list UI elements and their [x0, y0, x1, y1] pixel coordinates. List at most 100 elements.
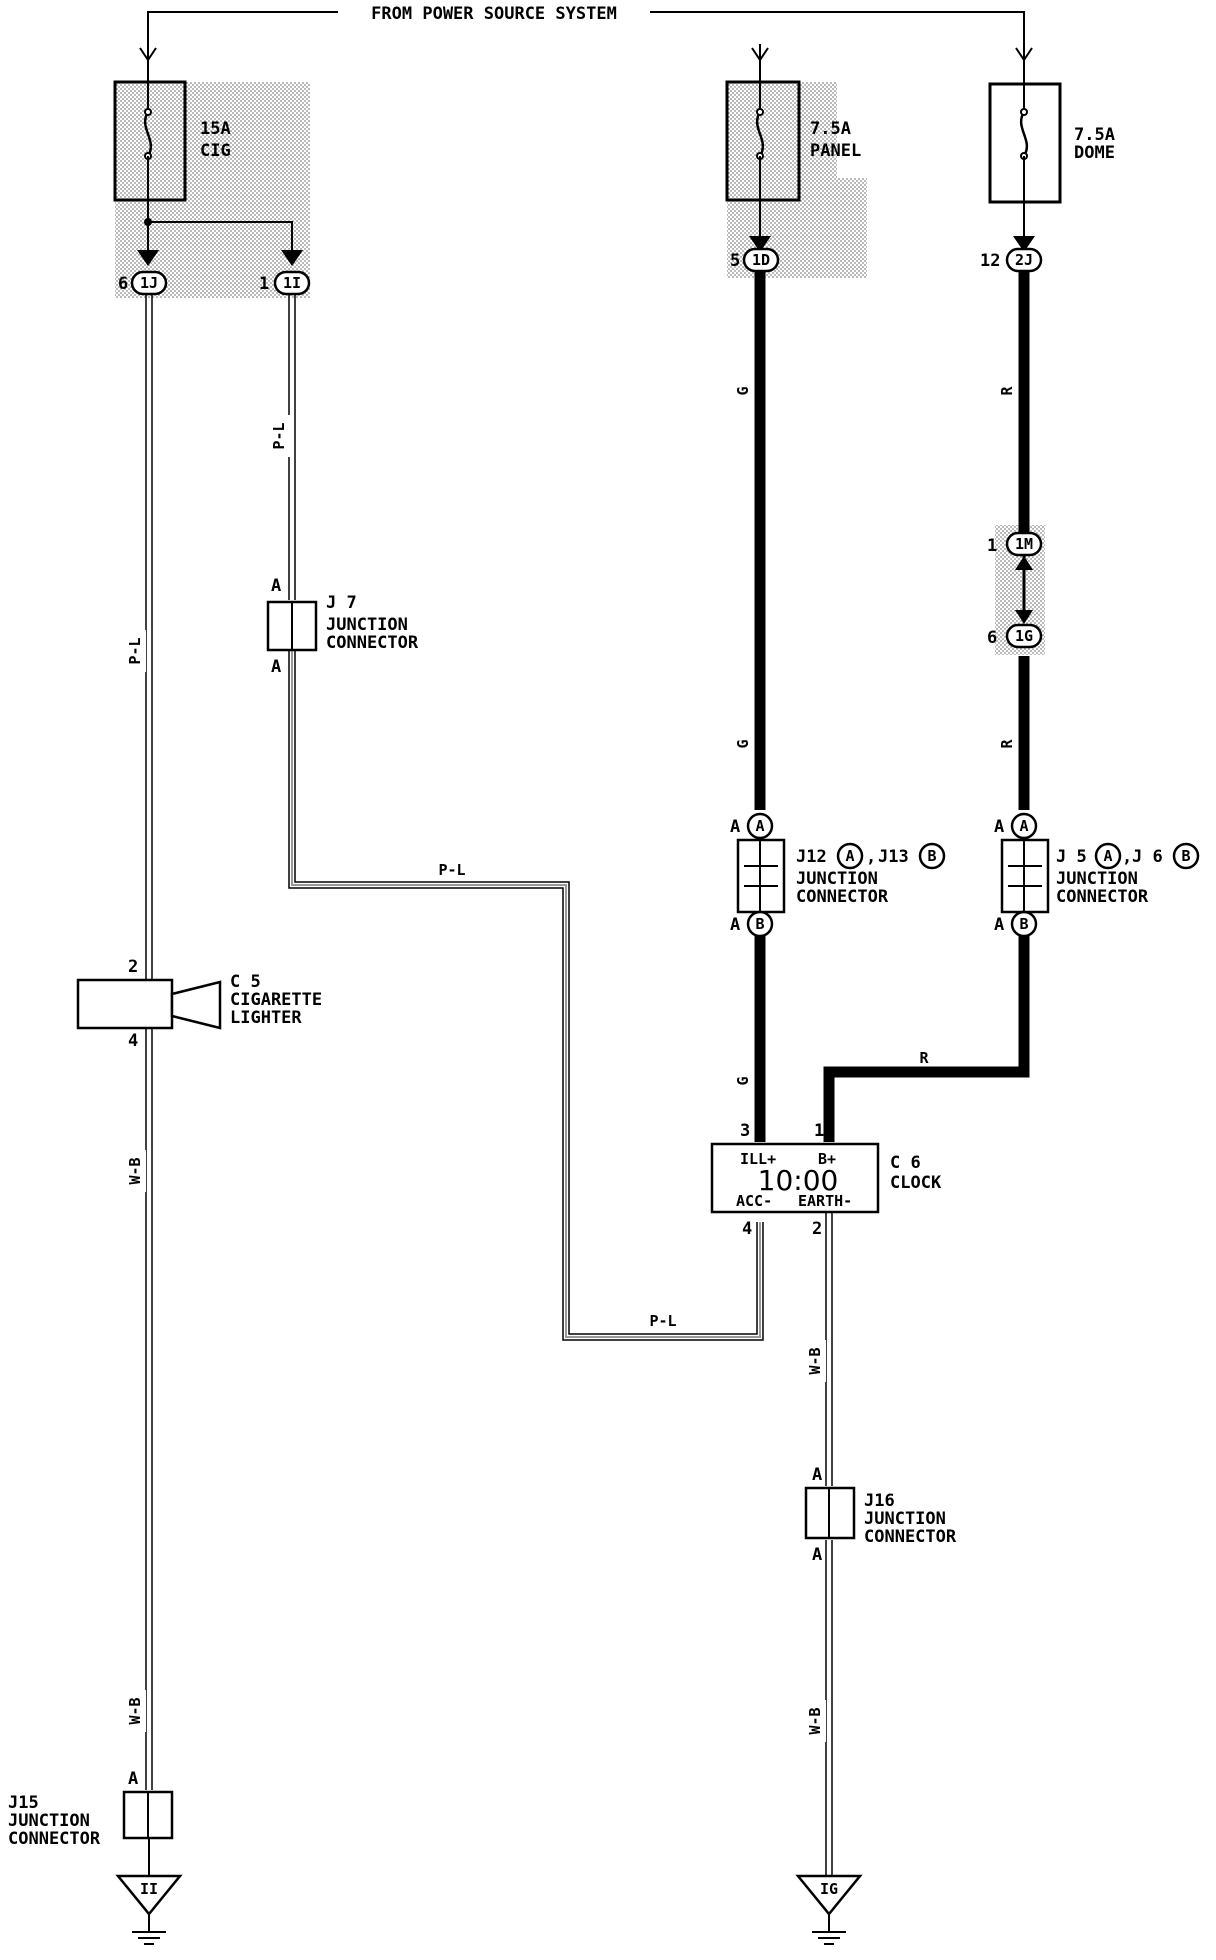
wire-r-label: R — [919, 1049, 929, 1067]
connector-1j-pin: 6 — [118, 274, 128, 294]
connector-1g-label: 1G — [1015, 627, 1033, 645]
fuse-dome: 7.5A DOME — [988, 60, 1115, 244]
connector-2j-pin: 12 — [980, 251, 1000, 271]
clock-pin1: 1 — [814, 1121, 824, 1141]
wire-r-label: R — [998, 386, 1016, 396]
junction-j15-title: J15 — [8, 1793, 39, 1813]
junction-j5-title: J 5 — [1056, 847, 1087, 867]
junction-j12-sep: , — [866, 847, 876, 867]
junction-j6-title: J 6 — [1132, 847, 1163, 867]
wire-g-label: G — [734, 739, 752, 748]
connector-1d-pin: 5 — [730, 251, 740, 271]
junction-j15-pin: A — [128, 1769, 138, 1789]
junction-j12-title: J12 — [796, 847, 827, 867]
wire-pl-route: P-L P-L P-L — [270, 294, 764, 1341]
connector-1d-label: 1D — [752, 251, 770, 269]
fuse-cig-amp: 15A — [200, 119, 231, 139]
ground-icon — [115, 1874, 183, 1916]
junction-j12-j13: A A B A J12 A , J13 B JUNCTION CONNECTOR — [730, 812, 946, 938]
connector-1i-pin: 1 — [259, 274, 269, 294]
power-source-header: FROM POWER SOURCE SYSTEM — [139, 4, 1033, 70]
ground-icon — [795, 1874, 863, 1916]
junction-j5-sep: , — [1122, 847, 1132, 867]
cigarette-lighter-line2: LIGHTER — [230, 1008, 302, 1028]
connector-1m-label: 1M — [1015, 535, 1033, 553]
wire-r-label: R — [998, 739, 1016, 749]
cigarette-lighter-pin-top: 2 — [128, 957, 138, 977]
cigarette-lighter-title: C 5 — [230, 972, 261, 992]
junction-j12-line2: CONNECTOR — [796, 887, 889, 907]
junction-j7-pin: A — [271, 657, 281, 677]
junction-j15-line2: CONNECTOR — [8, 1829, 101, 1849]
wire-wb-label: W-B — [126, 1157, 144, 1184]
clock-acc-label: ACC- — [736, 1192, 772, 1210]
ground-right: IG — [795, 1874, 863, 1945]
junction-j13-mark-b: B — [755, 915, 764, 933]
junction-j5-line2: CONNECTOR — [1056, 887, 1149, 907]
wire-g-label: G — [734, 1076, 752, 1085]
wire-wb-label: W-B — [806, 1707, 824, 1734]
junction-j15-line1: JUNCTION — [8, 1811, 90, 1831]
junction-block-shading — [115, 82, 1045, 655]
junction-j13-title: J13 — [878, 847, 909, 867]
fuse-dome-name: DOME — [1074, 143, 1115, 163]
connector-1j-label: 1J — [140, 274, 158, 292]
lighter-icon — [170, 980, 222, 1030]
junction-j16-pin: A — [812, 1465, 822, 1485]
junction-j7-title: J 7 — [326, 593, 357, 613]
clock-title: C 6 — [890, 1153, 921, 1173]
cigarette-lighter-pin-bottom: 4 — [128, 1031, 138, 1051]
junction-j16: A A J16 JUNCTION CONNECTOR — [804, 1465, 957, 1565]
ground-right-label: IG — [820, 1880, 838, 1898]
connector-2j: 12 2J — [980, 247, 1043, 273]
junction-j5-line1: JUNCTION — [1056, 869, 1138, 889]
junction-j7-line1: JUNCTION — [326, 615, 408, 635]
wire-pl-label: P-L — [126, 637, 144, 664]
clock-bplus-label: B+ — [818, 1150, 836, 1168]
ground-left: II — [115, 1874, 183, 1945]
junction-j16-title: J16 — [864, 1491, 895, 1511]
wire-pl-label: P-L — [649, 1312, 676, 1330]
cigarette-lighter: 2 4 C 5 CIGARETTE LIGHTER — [76, 957, 322, 1051]
clock-pin3: 3 — [740, 1121, 750, 1141]
connector-1j: 6 1J — [118, 270, 168, 296]
junction-j6-pin: A — [994, 915, 1004, 935]
clock-pin2: 2 — [812, 1219, 822, 1239]
fuse-icon — [1019, 111, 1029, 157]
fuse-panel: 7.5A PANEL — [725, 70, 861, 244]
connector-1i: 1 1I — [259, 270, 311, 296]
junction-j7-line2: CONNECTOR — [326, 633, 419, 653]
junction-j12-line1: JUNCTION — [796, 869, 878, 889]
junction-j12-pin: A — [730, 817, 740, 837]
clock-time: 10:00 — [758, 1164, 839, 1197]
clock-earth-label: EARTH- — [798, 1192, 852, 1210]
wire-wb-label: W-B — [126, 1697, 144, 1724]
wire-g: G G G — [734, 271, 766, 1142]
junction-j16-pin: A — [812, 1545, 822, 1565]
wire-pl-label: P-L — [438, 861, 465, 879]
wire-g-label: G — [734, 386, 752, 395]
fuse-icon — [755, 111, 765, 157]
junction-j5-j6: A A B A J 5 A , J 6 B JUNCTION CONNECTOR — [994, 812, 1200, 938]
junction-j6-mark-b: B — [1019, 915, 1028, 933]
cigarette-lighter-line1: CIGARETTE — [230, 990, 322, 1010]
junction-j13-title-mark: B — [927, 847, 936, 865]
connector-1i-label: 1I — [283, 274, 301, 292]
junction-j15: A J15 JUNCTION CONNECTOR — [8, 1769, 174, 1849]
junction-j6-title-mark: B — [1181, 847, 1190, 865]
junction-j13-pin: A — [730, 915, 740, 935]
ground-left-label: II — [140, 1880, 158, 1898]
fuse-cig-name: CIG — [200, 141, 231, 161]
wire-wb-label: W-B — [806, 1347, 824, 1374]
wire-r: R R R — [823, 271, 1030, 1142]
fuse-dome-amp: 7.5A — [1074, 125, 1115, 145]
junction-j16-line2: CONNECTOR — [864, 1527, 957, 1547]
clock: 3 1 ILL+ B+ 10:00 ACC- EARTH- 4 2 C 6 CL… — [710, 1121, 942, 1239]
junction-j7: A A J 7 JUNCTION CONNECTOR — [266, 576, 419, 677]
junction-j5-mark-a: A — [1019, 817, 1028, 835]
connector-1d: 5 1D — [730, 247, 780, 273]
clock-pin4: 4 — [742, 1219, 752, 1239]
junction-j5-title-mark: A — [1103, 847, 1112, 865]
clock-ill-label: ILL+ — [740, 1150, 776, 1168]
